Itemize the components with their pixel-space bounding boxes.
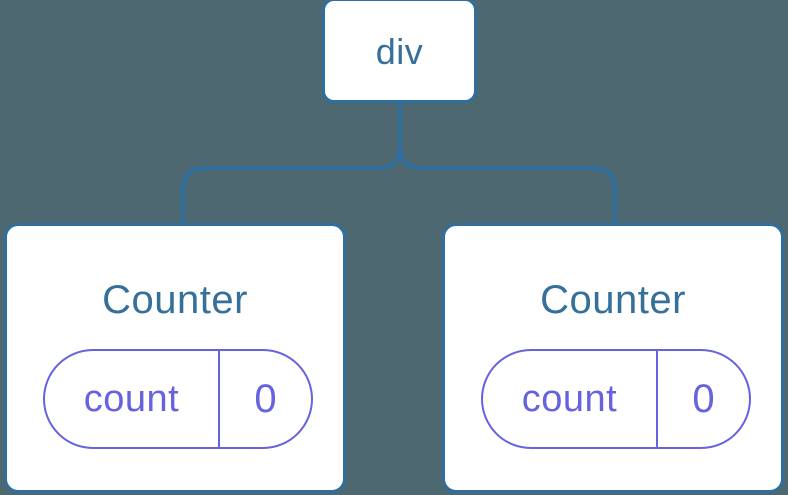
counter-node-right: Counter count 0	[442, 223, 784, 493]
root-node-label: div	[375, 30, 424, 72]
root-node-div: div	[322, 0, 477, 103]
state-value-right: 0	[692, 376, 715, 421]
counter-title-right: Counter	[540, 278, 686, 322]
state-value-left: 0	[254, 376, 277, 421]
counter-node-left: Counter count 0	[4, 223, 346, 493]
state-key-right: count	[483, 351, 658, 447]
state-pill-right: count 0	[481, 349, 751, 449]
state-pill-left: count 0	[43, 349, 313, 449]
state-key-left: count	[45, 351, 220, 447]
counter-title-left: Counter	[102, 278, 248, 322]
